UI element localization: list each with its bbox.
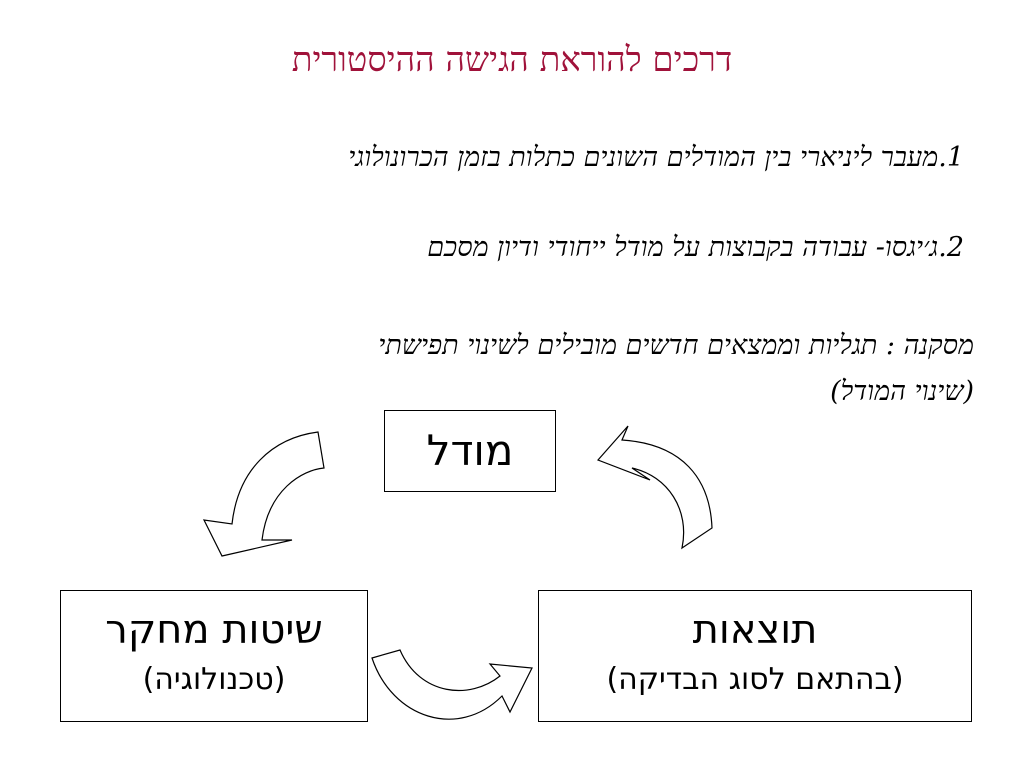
results-label: תוצאות: [692, 607, 818, 653]
conclusion-subline: (שינוי המודל): [830, 376, 974, 407]
research-methods-sublabel: (טכנולוגיה): [142, 662, 286, 697]
curved-arrow-icon: [202, 431, 325, 557]
curved-arrow-icon: [371, 649, 533, 720]
results-box: תוצאות (בהתאם לסוג הבדיקה): [538, 590, 972, 722]
conclusion-line: מסקנה : תגליות וממצאים חדשים מובילים לשי…: [378, 330, 974, 361]
slide-title: דרכים להוראת הגישה ההיסטורית: [291, 40, 733, 80]
results-sublabel: (בהתאם לסוג הבדיקה): [606, 662, 904, 697]
model-box: מודל: [384, 410, 556, 492]
bullet-linear-transition: 1.מעבר ליניארי בין המודלים השונים כתלות …: [348, 142, 964, 173]
bullet-jigsaw: 2.ג׳יגסו- עבודה בקבוצות על מודל ייחודי ו…: [427, 232, 964, 263]
research-methods-label: שיטות מחקר: [105, 607, 323, 653]
research-methods-box: שיטות מחקר (טכנולוגיה): [60, 590, 368, 722]
curved-arrow-icon: [596, 425, 713, 550]
model-label: מודל: [426, 426, 514, 475]
